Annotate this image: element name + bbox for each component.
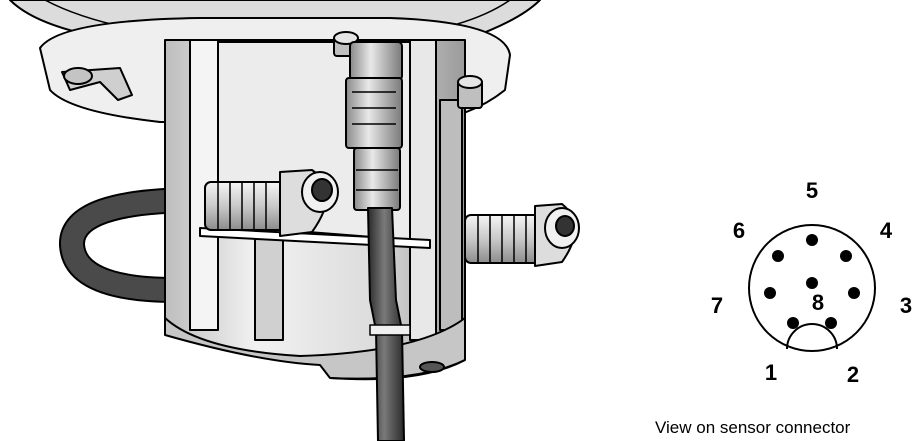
pin-7-dot: [764, 287, 776, 299]
rib-3: [409, 39, 437, 341]
cable-clamp: [369, 324, 411, 336]
pin-label-5: 5: [806, 178, 818, 203]
cable-gland-right: [464, 203, 580, 267]
pin-6-dot: [772, 250, 784, 262]
sensor-mount-illustration: [9, 0, 580, 441]
pin-3-dot: [848, 287, 860, 299]
pin-label-1: 1: [765, 360, 777, 385]
connector-caption: View on sensor connector: [655, 418, 851, 437]
pin-label-4: 4: [880, 218, 893, 243]
bolt-left: [63, 67, 93, 85]
flange-bolt-2: [457, 75, 483, 109]
pin-label-7: 7: [711, 293, 723, 318]
pin-4-dot: [840, 250, 852, 262]
pin-label-8: 8: [812, 290, 824, 315]
pin-label-2: 2: [847, 362, 859, 387]
rib-4: [439, 99, 463, 331]
pin-label-3: 3: [900, 293, 912, 318]
connector-key-notch: [786, 323, 838, 350]
sensor-connector-plug: [345, 41, 403, 211]
base-hole: [419, 361, 445, 373]
connector-outline: [748, 224, 876, 352]
pin-8-dot: [806, 277, 818, 289]
pin-1-dot: [787, 317, 799, 329]
pin-label-6: 6: [733, 218, 745, 243]
connector-pinout-diagram: 5 6 4 7 8 3 1 2: [711, 178, 912, 387]
pin-5-dot: [806, 234, 818, 246]
pin-2-dot: [825, 317, 837, 329]
cable-gland-left: [204, 169, 339, 237]
